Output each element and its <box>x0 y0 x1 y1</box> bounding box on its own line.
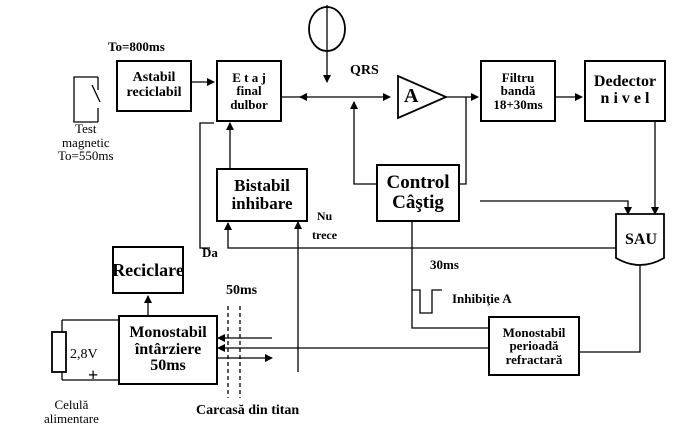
control-line-1: Control <box>386 172 450 194</box>
titan-case-dashed <box>227 306 241 398</box>
monostabil-refractar-block: Monostabil perioadă refractară <box>488 316 580 376</box>
reciclare-label: Reciclare <box>112 259 184 280</box>
test-line-3: To=550ms <box>58 148 114 164</box>
ms50-label: 50ms <box>226 283 258 298</box>
sau-input-line <box>480 200 632 215</box>
control-to-refractar-line <box>411 222 488 329</box>
nu-trece-label: Nu trece <box>312 210 337 241</box>
trece-line: trece <box>312 227 338 242</box>
test-line-2: magnetic <box>61 134 110 150</box>
to800-label: To=800ms <box>108 39 165 54</box>
filtru-line-2: bandă <box>500 83 536 99</box>
refractar-line-1: Monostabil <box>502 324 566 340</box>
monostabil-intarziere-block: Monostabil întârziere 50ms <box>118 315 218 385</box>
intarziere-line-1: Monostabil <box>129 323 207 341</box>
astabil-reciclabil-block: Astabil reciclabil <box>116 60 192 112</box>
amplifier-triangle <box>397 74 449 120</box>
bistabil-line-1: Bistabil <box>234 176 290 196</box>
control-castig-block: Control Câştig <box>376 164 460 222</box>
etaj-line-2: final <box>236 83 262 99</box>
etaj-line-3: dulbor <box>230 96 268 112</box>
gain-feedback-tap <box>460 97 467 185</box>
filtru-banda-block: Filtru bandă 18+30ms <box>480 60 556 122</box>
carcasa-label: Carcasă din titan <box>196 403 300 418</box>
battery-plus-label: + <box>88 365 99 385</box>
inhibitie-pulse <box>412 289 442 314</box>
filtru-line-1: Filtru <box>501 69 535 85</box>
etaj-line-1: E t a j <box>232 69 266 85</box>
ms30-label: 30ms <box>430 257 459 272</box>
astabil-line-1: Astabil <box>132 70 176 86</box>
battery-icon <box>51 331 67 373</box>
filtru-line-3: 18+30ms <box>493 96 543 112</box>
reciclare-block: Reciclare <box>112 246 184 294</box>
etaj-final-block: E t a j final dulbor <box>216 60 282 122</box>
bistabil-inhibare-block: Bistabil inhibare <box>216 168 308 222</box>
refractar-to-sau-line <box>578 262 641 353</box>
astabil-line-2: reciclabil <box>126 85 182 100</box>
test-line-1: Test <box>75 121 97 136</box>
switch-contact <box>91 77 101 122</box>
nu-line: Nu <box>316 209 333 223</box>
detector-line-1: Dedector <box>593 73 657 91</box>
celula-line-1: Celulă <box>54 397 89 412</box>
sau-output-line <box>224 222 618 249</box>
bistabil-line-2: inhibare <box>231 194 293 213</box>
celula-line-2: alimentare <box>44 410 99 426</box>
sau-gate-shape <box>615 213 665 266</box>
detector-line-2: n i v e l <box>600 90 650 107</box>
battery-voltage-label: 2,8V <box>70 347 98 362</box>
celula-label: Celulă alimentare <box>44 398 99 425</box>
refractar-line-3: refractară <box>505 351 563 367</box>
qrs-label: QRS <box>350 63 379 78</box>
control-line-2: Câştig <box>392 192 444 213</box>
sau-label: SAU <box>625 231 658 248</box>
intarziere-line-3: 50ms <box>150 357 186 375</box>
etaj-side-line <box>199 122 214 249</box>
refractar-line-2: perioadă <box>509 338 559 354</box>
magnetic-switch-line <box>73 76 98 123</box>
inhibitie-label: Inhibiţie A <box>452 291 512 306</box>
amplifier-label: A <box>404 85 419 107</box>
test-magnetic-label: Test magnetic To=550ms <box>58 122 114 163</box>
control-to-amp-line <box>350 101 376 185</box>
detector-nivel-block: Dedector n i v e l <box>584 60 666 122</box>
intarziere-line-2: întârziere <box>134 340 202 358</box>
da-label: Da <box>202 245 218 260</box>
